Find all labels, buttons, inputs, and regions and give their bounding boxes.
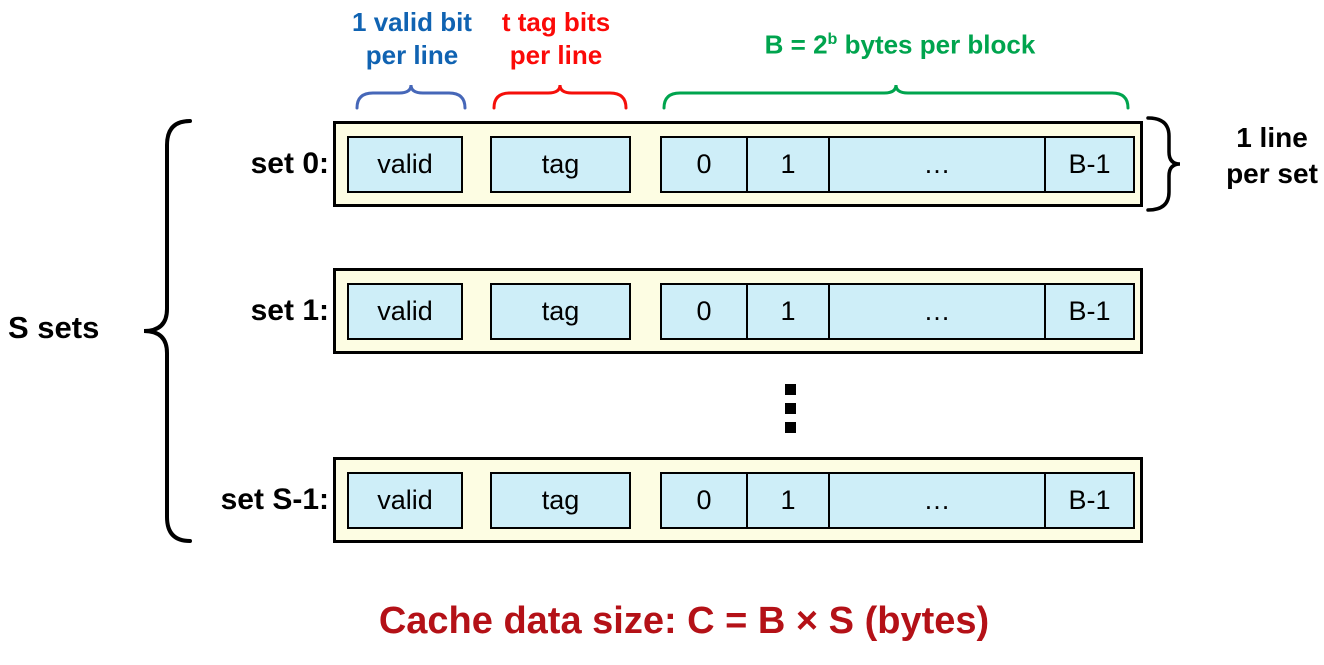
set-1-tag-cell: tag [490, 282, 631, 340]
cache-size-caption: Cache data size: C = B × S (bytes) [378, 600, 990, 642]
one-line-brace-icon [1146, 116, 1181, 212]
valid-bit-annotation: 1 valid bit per line [332, 6, 492, 72]
block-bytes-suffix: bytes per block [837, 29, 1036, 60]
set-1-byte-0: 0 [696, 295, 712, 326]
set-s-1-byte-0: 0 [696, 484, 712, 515]
block-bytes-annotation: B = 2b bytes per block [660, 23, 1140, 62]
set-1-block: 0 1 … B-1 [660, 282, 1135, 340]
block-bytes-prefix: B = 2 [764, 29, 828, 60]
valid-bit-annotation-line2: per line [365, 40, 459, 70]
tag-bits-annotation: t tag bits per line [476, 6, 636, 72]
valid-brace-icon [355, 84, 467, 110]
valid-bit-annotation-line1: 1 valid bit [352, 7, 472, 37]
block-brace-icon [662, 84, 1130, 110]
set-1-byte-1: 1 [746, 284, 828, 338]
set-s-1-byte-last: B-1 [1044, 473, 1133, 527]
vertical-ellipsis-icon [785, 384, 796, 433]
set-s-1-label: set S-1: [220, 483, 329, 516]
set-s-1-block: 0 1 … B-1 [660, 471, 1135, 529]
set-0-byte-last: B-1 [1044, 137, 1133, 191]
s-sets-label: S sets [8, 310, 100, 345]
cache-set-row-s-1: set S-1: valid tag 0 1 … B-1 [221, 457, 1143, 543]
set-1-label: set 1: [250, 294, 329, 327]
set-1-valid-cell: valid [347, 282, 463, 340]
set-s-1-tag-cell: tag [490, 471, 631, 529]
set-0-tag-cell: tag [490, 135, 631, 193]
set-s-1-byte-1: 1 [746, 473, 828, 527]
set-0-byte-1: 1 [746, 137, 828, 191]
tag-brace-icon [492, 84, 628, 110]
tag-bits-annotation-line1: t tag bits [501, 7, 611, 37]
tag-bits-annotation-line2: per line [509, 40, 603, 70]
s-sets-brace-icon [143, 119, 192, 543]
one-line-per-set-label: 1 line per set [1212, 120, 1324, 192]
one-line-per-set-line1: 1 line [1236, 122, 1308, 153]
set-0-byte-0: 0 [696, 148, 712, 179]
set-1-byte-ellipsis: … [828, 284, 1044, 338]
set-s-1-byte-ellipsis: … [828, 473, 1044, 527]
block-bytes-superscript: b [827, 30, 838, 48]
set-s-1-valid-cell: valid [347, 471, 463, 529]
set-0-valid-cell: valid [347, 135, 463, 193]
set-0-block: 0 1 … B-1 [660, 135, 1135, 193]
one-line-per-set-line2: per set [1226, 158, 1318, 189]
set-0-byte-ellipsis: … [828, 137, 1044, 191]
set-1-byte-last: B-1 [1044, 284, 1133, 338]
set-0-label: set 0: [250, 147, 329, 180]
cache-set-row-0: set 0: valid tag 0 1 … B-1 [251, 121, 1143, 207]
cache-set-row-1: set 1: valid tag 0 1 … B-1 [251, 268, 1143, 354]
